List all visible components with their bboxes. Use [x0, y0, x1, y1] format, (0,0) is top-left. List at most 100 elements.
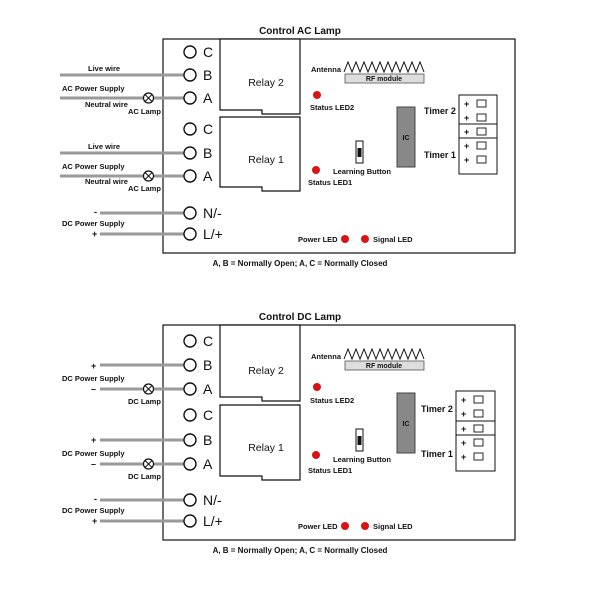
relay-1: Relay 1	[219, 404, 301, 481]
terminal-L: L/+	[183, 513, 223, 529]
power-supply-label: DC Power Supply	[62, 506, 125, 515]
diagram-title: Control DC Lamp	[259, 312, 341, 323]
svg-text:B: B	[203, 432, 212, 448]
wire-label-bottom: –	[91, 384, 96, 394]
power-supply-label: DC Power Supply	[62, 219, 125, 228]
relay-label: Relay 2	[248, 77, 284, 89]
relay-label: Relay 1	[248, 442, 284, 454]
relay2-wiring: Live wire AC Power Supply Neutral wire A…	[60, 64, 184, 116]
terminal-B: B	[183, 432, 212, 448]
svg-text:+: +	[464, 99, 469, 109]
ic-chip	[396, 106, 416, 168]
diagram-dc-lamp: Control DC Lamp + DC Power Supply – DC L…	[62, 312, 516, 555]
terminal-N: N/-	[183, 205, 222, 221]
relay2-wiring: + DC Power Supply – DC Lamp	[62, 361, 184, 406]
relay-2: Relay 2	[219, 38, 301, 115]
terminal-C: C	[183, 407, 213, 423]
status-led-1-label: Status LED1	[308, 466, 352, 475]
svg-text:+: +	[461, 424, 466, 434]
signal-led-label: Signal LED	[373, 235, 413, 244]
terminal-A: A	[183, 456, 213, 472]
svg-text:+: +	[461, 409, 466, 419]
lamp-label: AC Lamp	[128, 184, 161, 193]
learning-button-knob	[357, 148, 362, 157]
wire-label-bottom: Neutral wire	[85, 100, 128, 109]
diagram-title: Control AC Lamp	[259, 26, 341, 37]
power-led-label: Power LED	[298, 235, 338, 244]
wire-label-top: Live wire	[88, 64, 120, 73]
terminal-block: C B A C B A N/- L/+	[183, 333, 223, 529]
supply-label: AC Power Supply	[62, 162, 125, 171]
signal-led-label: Signal LED	[373, 522, 413, 531]
relay-label: Relay 2	[248, 365, 284, 377]
svg-text:C: C	[203, 407, 213, 423]
learning-button-label: Learning Button	[333, 455, 391, 464]
rf-module-label: RF module	[366, 363, 402, 370]
antenna-label: Antenna	[311, 65, 342, 74]
svg-text:N/-: N/-	[203, 205, 222, 221]
rf-module	[344, 73, 425, 84]
timer-1-label: Timer 1	[421, 449, 453, 459]
terminal-L: L/+	[183, 226, 223, 242]
wire-label-bottom: Neutral wire	[85, 177, 128, 186]
power-label-top: -	[94, 494, 97, 504]
diagram-ac-lamp: Control AC Lamp Live wire AC Power Suppl…	[60, 26, 516, 268]
ic-label: IC	[403, 421, 410, 428]
supply-label: DC Power Supply	[62, 374, 125, 383]
svg-text:+: +	[461, 395, 466, 405]
relay-2: Relay 2	[219, 324, 301, 402]
supply-label: DC Power Supply	[62, 449, 125, 458]
lamp-icon	[142, 458, 155, 470]
relay1-wiring: Live wire AC Power Supply Neutral wire A…	[60, 142, 184, 193]
power-wiring: - DC Power Supply +	[62, 207, 184, 239]
learning-button-label: Learning Button	[333, 167, 391, 176]
svg-text:C: C	[203, 333, 213, 349]
power-label-top: -	[94, 207, 97, 217]
terminal-A: A	[183, 90, 213, 106]
svg-text:C: C	[203, 121, 213, 137]
svg-text:+: +	[464, 113, 469, 123]
svg-text:+: +	[464, 155, 469, 165]
svg-text:+: +	[461, 452, 466, 462]
wire-label-top: Live wire	[88, 142, 120, 151]
lamp-icon	[142, 383, 155, 395]
wire-label-top: +	[91, 361, 96, 371]
timer-1-label: Timer 1	[424, 150, 456, 160]
wire-label-bottom: –	[91, 459, 96, 469]
lamp-icon	[142, 170, 155, 182]
lamp-label: DC Lamp	[128, 472, 161, 481]
terminal-C: C	[183, 44, 213, 60]
learning-button-knob	[357, 436, 362, 445]
terminal-B: B	[183, 357, 212, 373]
terminal-N: N/-	[183, 492, 222, 508]
svg-text:N/-: N/-	[203, 492, 222, 508]
timer-connector: + + + + +	[455, 390, 496, 472]
ic-chip	[396, 392, 416, 454]
timer-2-label: Timer 2	[421, 404, 453, 414]
contact-note: A, B = Normally Open; A, C = Normally Cl…	[213, 546, 388, 555]
svg-text:A: A	[203, 381, 213, 397]
power-led-label: Power LED	[298, 522, 338, 531]
relay-1: Relay 1	[219, 116, 301, 192]
relay-label: Relay 1	[248, 154, 284, 166]
power-label-bottom: +	[92, 516, 97, 526]
ic-label: IC	[403, 135, 410, 142]
status-led-1	[312, 166, 320, 174]
lamp-icon	[142, 92, 155, 104]
terminal-A: A	[183, 168, 213, 184]
antenna-coil-icon	[343, 347, 425, 361]
status-led-2	[313, 383, 321, 391]
terminal-A: A	[183, 381, 213, 397]
wire-label-top: +	[91, 435, 96, 445]
antenna-label: Antenna	[311, 352, 342, 361]
status-led-1	[312, 451, 320, 459]
timer-connector: + + + + +	[458, 94, 498, 175]
rf-module	[344, 360, 425, 371]
terminal-C: C	[183, 121, 213, 137]
status-led-2-label: Status LED2	[310, 396, 354, 405]
status-led-2-label: Status LED2	[310, 103, 354, 112]
svg-text:A: A	[203, 90, 213, 106]
svg-text:L/+: L/+	[203, 226, 223, 242]
timer-2-label: Timer 2	[424, 106, 456, 116]
status-led-1-label: Status LED1	[308, 178, 352, 187]
